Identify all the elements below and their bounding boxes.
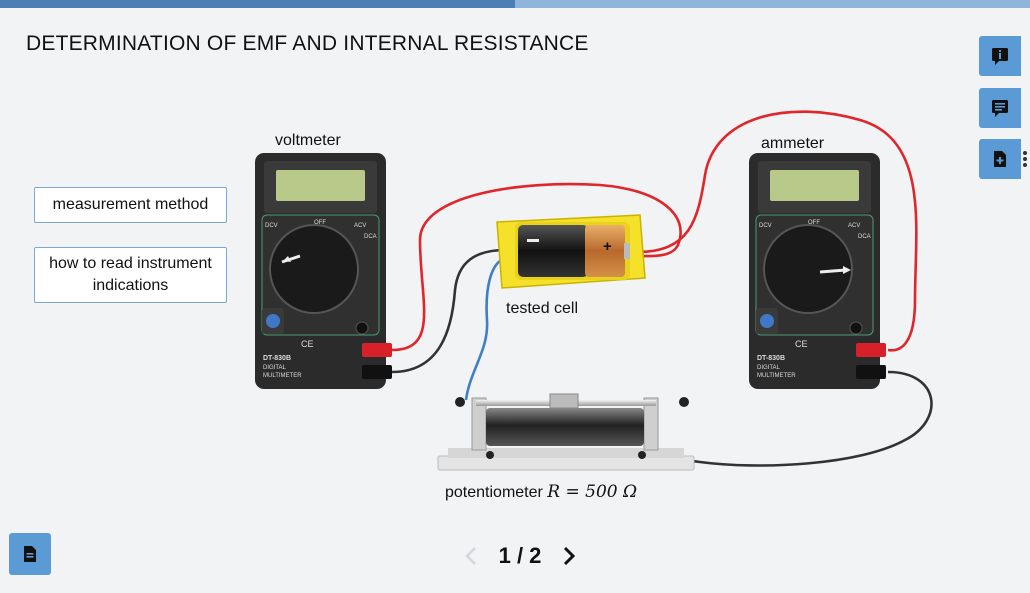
add-document-button[interactable] (979, 139, 1021, 179)
progress-bar (0, 0, 1030, 8)
wire-blue (464, 256, 507, 401)
tested-cell: + (496, 214, 646, 289)
page-navigation: 1 / 2 (440, 538, 600, 574)
voltmeter-range-dcv: DCV (265, 223, 278, 229)
voltmeter-range-acv: ACV (354, 223, 366, 229)
ammeter-range-dca: DCA (858, 234, 871, 240)
add-document-icon (994, 151, 1006, 167)
document-icon (24, 546, 36, 562)
wire-black-voltmeter (391, 248, 507, 374)
voltmeter-range-off: OFF (314, 220, 326, 226)
measurement-method-label: measurement method (52, 196, 209, 213)
ammeter-range-acv: ACV (848, 223, 860, 229)
page-indicator: 1 / 2 (498, 543, 542, 568)
ammeter: DCV OFF ACV DCA CE DT-830B DIGITAL MULTI… (749, 153, 886, 389)
page-title: DETERMINATION OF EMF AND INTERNAL RESIST… (26, 32, 589, 55)
wire-red-voltmeter (391, 182, 682, 352)
tested-cell-label: tested cell (506, 300, 579, 317)
voltmeter-line2: MULTIMETER (263, 373, 302, 379)
wire-red-ammeter (636, 110, 918, 352)
comment-button[interactable] (979, 88, 1021, 128)
ammeter-range-dcv: DCV (759, 223, 772, 229)
more-options-icon[interactable] (1022, 150, 1028, 168)
chevron-right-icon (564, 546, 576, 566)
voltmeter-model: DT-830B (263, 355, 291, 362)
voltmeter-ce-mark: CE (301, 339, 314, 349)
voltmeter-range-dca: DCA (364, 234, 377, 240)
next-page-button[interactable] (559, 542, 579, 570)
potentiometer-formula: R = 500 Ω (547, 482, 638, 502)
ammeter-label: ammeter (761, 135, 825, 152)
cell-plus-sign: + (603, 238, 612, 255)
ammeter-ce-mark: CE (795, 339, 808, 349)
potentiometer-label: potentiometer R = 500 Ω (445, 482, 637, 502)
ammeter-range-off: OFF (808, 220, 820, 226)
previous-page-button[interactable] (461, 542, 481, 570)
voltmeter: DCV OFF ACV DCA CE DT-830B DIGITAL MULTI… (255, 153, 392, 389)
info-icon (992, 48, 1008, 65)
ammeter-model: DT-830B (757, 355, 785, 362)
potentiometer (437, 393, 695, 471)
chevron-left-icon (464, 547, 476, 565)
comment-icon (992, 100, 1008, 117)
how-to-read-label: how to read instrument indications (49, 255, 212, 294)
measurement-method-link[interactable]: measurement method (34, 187, 227, 223)
potentiometer-prefix: potentiometer (445, 484, 543, 501)
voltmeter-label: voltmeter (275, 132, 341, 149)
notes-button[interactable] (9, 533, 51, 575)
voltmeter-line1: DIGITAL (263, 365, 287, 371)
ammeter-line2: MULTIMETER (757, 373, 796, 379)
how-to-read-link[interactable]: how to read instrument indications (34, 247, 227, 303)
info-button[interactable] (979, 36, 1021, 76)
ammeter-line1: DIGITAL (757, 365, 781, 371)
progress-bar-fill (0, 0, 515, 8)
